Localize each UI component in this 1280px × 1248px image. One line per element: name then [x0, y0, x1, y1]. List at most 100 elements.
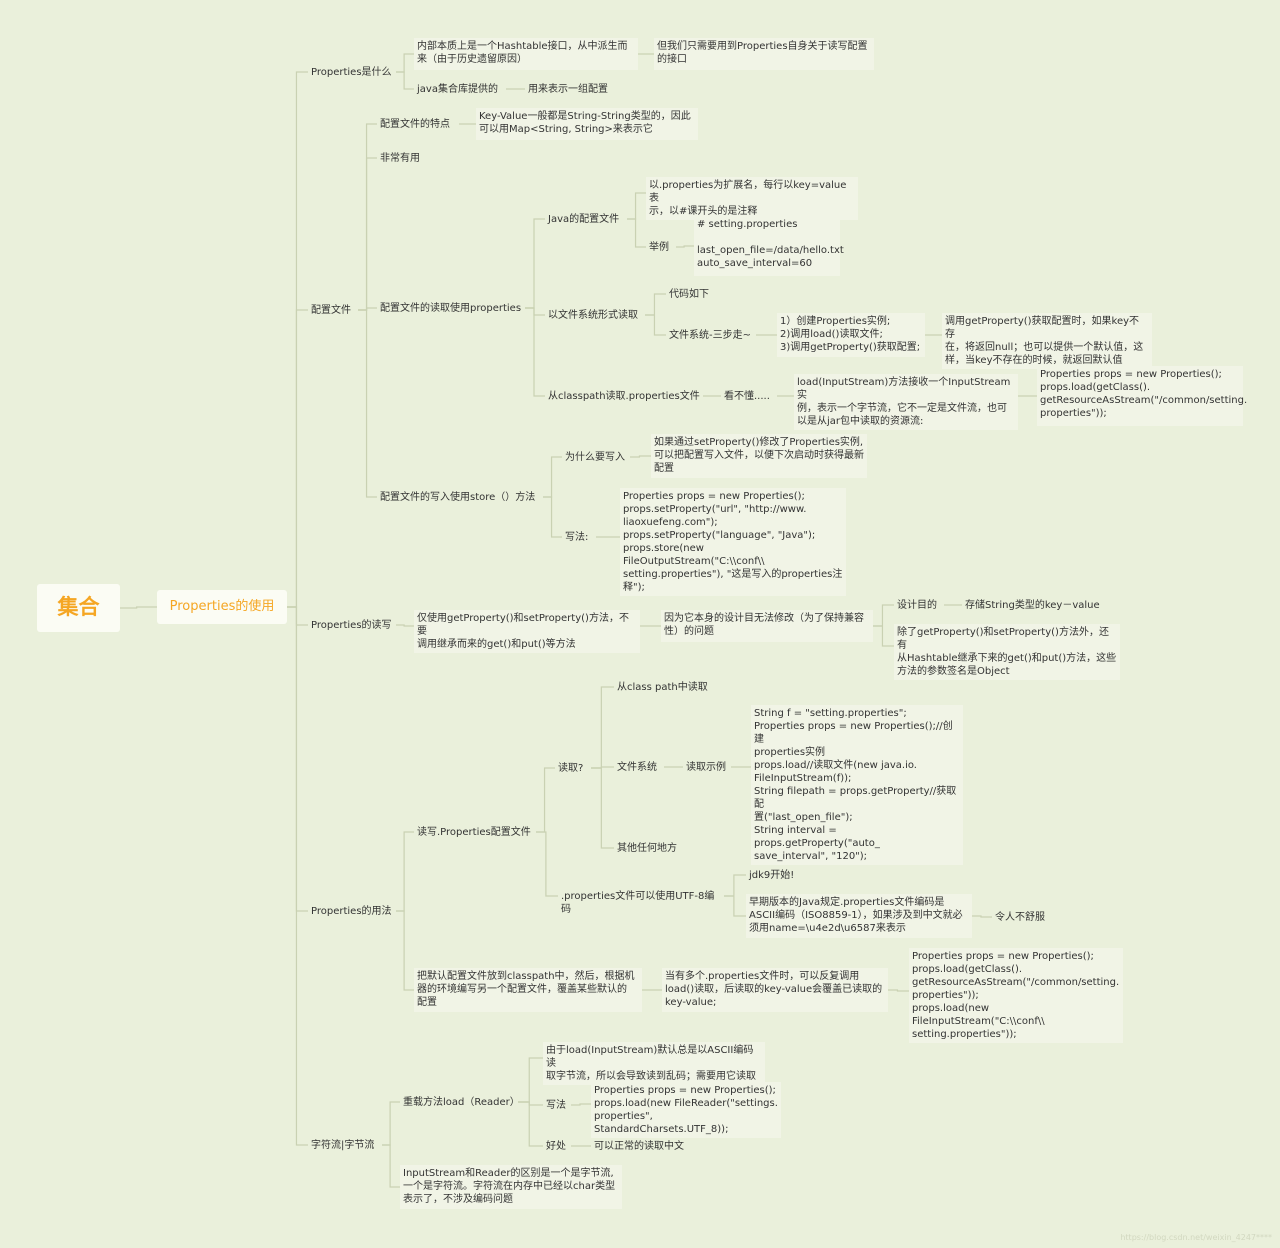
node-b2c1[interactable]: Java的配置文件: [548, 214, 620, 225]
node-b3a1a1[interactable]: 存储String类型的key－value: [965, 600, 1100, 611]
node-b4a1a[interactable]: 从class path中读取: [617, 682, 708, 693]
node-b5a3a[interactable]: 可以正常的读取中文: [594, 1141, 684, 1152]
node-b2d1[interactable]: 为什么要写入: [565, 452, 625, 463]
link-b4a-b4a1: [536, 767, 555, 833]
link-main-b4: [287, 606, 308, 912]
node-b5a1[interactable]: 由于load(InputStream)默认总是以ASCII编码读 取字节流，所以…: [543, 1042, 765, 1085]
link-b2d-b2d1: [543, 456, 562, 498]
node-b4a1[interactable]: 读取?: [558, 763, 584, 774]
node-b4a2b1[interactable]: 令人不舒服: [995, 912, 1045, 923]
link-b2d1-b2d1a: [630, 455, 651, 458]
node-b5a2[interactable]: 写法: [546, 1100, 566, 1111]
node-b2c1b[interactable]: 举例: [649, 242, 669, 253]
node-b4a1b1a[interactable]: String f = "setting.properties"; Propert…: [751, 705, 963, 865]
link-b4a1-b4a1c: [591, 767, 614, 849]
node-b2[interactable]: 配置文件: [311, 305, 351, 316]
link-b2c-b2c2: [525, 307, 545, 316]
node-b3a1b[interactable]: 除了getProperty()和setProperty()方法外，还有 从Has…: [894, 624, 1120, 680]
link-b2c2-b2c2a: [645, 293, 666, 316]
node-b3a1[interactable]: 因为它本身的设计目无法修改（为了保持兼容 性）的问题: [661, 610, 873, 642]
link-b4a1-b4a1a: [591, 686, 614, 769]
node-b5a2a[interactable]: Properties props = new Properties(); pro…: [591, 1082, 781, 1138]
node-b5a3[interactable]: 好处: [546, 1141, 566, 1152]
node-b2c3[interactable]: 从classpath读取.properties文件: [548, 391, 700, 402]
node-b2a1[interactable]: Key-Value一般都是String-String类型的，因此 可以用Map<…: [476, 108, 698, 140]
link-b3a1-b3a1b: [873, 625, 894, 647]
node-b3a[interactable]: 仅使用getProperty()和setProperty()方法，不要 调用继承…: [414, 610, 640, 653]
link-b2-b2b: [358, 157, 377, 311]
node-b4[interactable]: Properties的用法: [311, 906, 392, 917]
node-b4b1[interactable]: 当有多个.properties文件时，可以反复调用 load()读取，后读取的k…: [662, 968, 888, 1012]
node-main[interactable]: Properties的使用: [157, 590, 287, 624]
node-b2b[interactable]: 非常有用: [380, 153, 420, 164]
link-b4a-b4a2: [536, 831, 558, 897]
node-b1a[interactable]: 内部本质上是一个Hashtable接口，从中派生而 来（由于历史遗留原因）: [414, 38, 638, 70]
node-b2c3a1[interactable]: load(InputStream)方法接收一个InputStream实 例，表示…: [794, 374, 1018, 430]
link-b2c-b2c3: [525, 307, 545, 397]
node-b2c2b1a[interactable]: 调用getProperty()获取配置时，如果key不存 在，将返回null；也…: [942, 313, 1152, 369]
node-b2d2[interactable]: 写法:: [565, 532, 589, 543]
node-b2d2a[interactable]: Properties props = new Properties(); pro…: [620, 488, 846, 596]
node-b2c[interactable]: 配置文件的读取使用properties: [380, 303, 522, 314]
node-b4a1b1[interactable]: 读取示例: [686, 762, 726, 773]
node-b5a[interactable]: 重载方法load（Reader）: [403, 1097, 520, 1108]
link-main-b1: [287, 71, 308, 608]
node-b1[interactable]: Properties是什么: [311, 67, 392, 78]
node-b4a2b[interactable]: 早期版本的Java规定.properties文件编码是 ASCII编码（ISO8…: [746, 894, 972, 938]
link-b5a-b5a1: [518, 1057, 543, 1103]
link-b4b1-b4b1a: [888, 989, 909, 992]
link-b2d-b2d2: [543, 496, 562, 538]
node-b2c2a[interactable]: 代码如下: [669, 289, 709, 300]
node-b4b1a[interactable]: Properties props = new Properties(); pro…: [909, 948, 1123, 1043]
node-b2d[interactable]: 配置文件的写入使用store（）方法: [380, 492, 536, 503]
link-b5a-b5a3: [518, 1101, 543, 1147]
node-b2c2[interactable]: 以文件系统形式读取: [548, 310, 638, 321]
link-b5-b5a: [382, 1101, 400, 1146]
node-b4b[interactable]: 把默认配置文件放到classpath中，然后，根据机 器的环境编写另一个配置文件…: [414, 968, 642, 1012]
node-b2c2b1[interactable]: 1）创建Properties实例; 2)调用load()读取文件; 3)调用ge…: [777, 313, 925, 357]
node-b2c3a[interactable]: 看不懂.....: [724, 391, 770, 402]
node-b3[interactable]: Properties的读写: [311, 620, 392, 631]
node-b1b[interactable]: java集合库提供的: [417, 84, 498, 95]
link-b4-b4a: [396, 831, 414, 912]
link-b4a2-b4a2a: [724, 874, 746, 897]
link-b4-b4b: [396, 910, 414, 991]
watermark: https://blog.csdn.net/weixin_4247****: [1120, 1233, 1272, 1242]
node-b4a[interactable]: 读写.Properties配置文件: [417, 827, 531, 838]
node-b3a1a[interactable]: 设计目的: [897, 600, 937, 611]
link-b2-b2a: [358, 123, 377, 311]
link-b2c1-b2c1a: [627, 192, 646, 220]
link-main-b2: [287, 309, 308, 608]
link-b2c2-b2c2b: [645, 314, 666, 336]
link-b1-b1b: [396, 71, 414, 90]
link-main-b3: [287, 606, 308, 626]
link-root-main: [120, 606, 157, 609]
node-b4a2[interactable]: .properties文件可以使用UTF-8编码: [561, 891, 715, 915]
node-b2d1a[interactable]: 如果通过setProperty()修改了Properties实例, 可以把配置写…: [651, 434, 867, 478]
node-b4a1b[interactable]: 文件系统: [617, 762, 657, 773]
link-b1-b1a: [396, 53, 414, 73]
node-b5b[interactable]: InputStream和Reader的区别是一个是字节流, 一个是字符流。字符流…: [400, 1165, 622, 1209]
link-b4a2b-b4a2b1: [972, 915, 992, 918]
link-b5-b5b: [382, 1144, 400, 1188]
node-b2c1b1[interactable]: # setting.properties last_open_file=/dat…: [694, 216, 844, 276]
node-b1b1[interactable]: 用来表示一组配置: [528, 84, 608, 95]
link-b2-b2d: [358, 309, 377, 498]
node-root[interactable]: 集合: [37, 584, 120, 632]
node-b2c3a1a[interactable]: Properties props = new Properties(); pro…: [1037, 366, 1247, 426]
node-b2a[interactable]: 配置文件的特点: [380, 119, 450, 130]
node-b5[interactable]: 字符流|字节流: [311, 1140, 375, 1151]
link-b5a2-b5a2a: [571, 1103, 591, 1106]
link-main-b5: [287, 606, 308, 1146]
link-b2c-b2c1: [525, 218, 545, 309]
node-b2c1a[interactable]: 以.properties为扩展名，每行以key=value表 示，以#课开头的是…: [646, 177, 858, 220]
link-b2c1b-b2c1b1: [676, 245, 694, 248]
node-b2c2b[interactable]: 文件系统-三步走~: [669, 330, 751, 341]
link-b2c1-b2c1b: [627, 218, 646, 248]
link-b3-b3a: [396, 624, 414, 627]
node-b4a2a[interactable]: jdk9开始!: [749, 870, 795, 881]
link-b4a2-b4a2b: [724, 895, 746, 917]
node-b1a1[interactable]: 但我们只需要用到Properties自身关于读写配置 的接口: [654, 38, 874, 70]
node-b4a1c[interactable]: 其他任何地方: [617, 843, 677, 854]
